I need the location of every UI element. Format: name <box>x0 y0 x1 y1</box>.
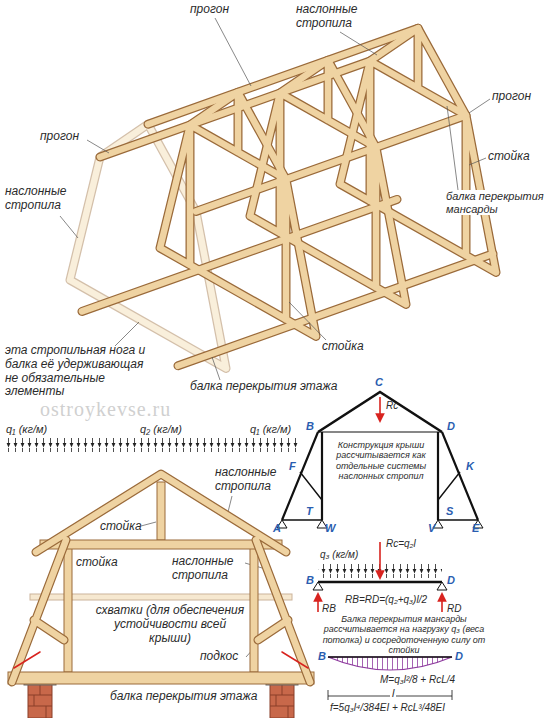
part-label: наслонные стропила <box>296 3 376 31</box>
distributed-load <box>5 438 299 452</box>
point-letter: B <box>318 650 326 663</box>
part-label: Rc=q₂l <box>386 538 416 550</box>
part-label: эта стропильная нога и балка её удержива… <box>5 344 155 399</box>
point-letter: V <box>428 522 435 535</box>
part-label: стойка <box>322 340 364 354</box>
post <box>250 545 258 672</box>
point-letter: D <box>455 650 463 663</box>
part-label: q₃ (кг/м) <box>320 549 358 561</box>
part-label: RD <box>447 603 461 615</box>
part-label: балка перекрытия этажа <box>190 380 337 394</box>
point-letter: B <box>306 574 314 587</box>
part-label: стойка <box>100 520 142 534</box>
part-label: прогон <box>40 130 79 144</box>
part-label: q₁ (кг/м) <box>6 423 47 436</box>
beam-fill <box>82 28 496 366</box>
point-letter: D <box>447 574 455 587</box>
floor-beam <box>8 672 314 684</box>
part-label: прогон <box>190 3 229 17</box>
optional-rafter <box>70 124 226 368</box>
point-letter: B <box>306 420 314 433</box>
part-label: Rc <box>386 400 398 412</box>
point-letter: T <box>306 505 313 518</box>
beam-outline <box>82 28 496 366</box>
front-rafters <box>12 474 310 682</box>
roof-frame <box>70 28 496 368</box>
part-label: q₂ (кг/м) <box>140 423 182 436</box>
point-letter: E <box>472 522 479 535</box>
part-label: наслонные стропила <box>5 185 73 213</box>
attic-beam <box>40 540 282 549</box>
part-label: l <box>390 687 396 700</box>
part-label: наслонные стропила <box>215 466 305 494</box>
note-text: Конструкция крыши рассчитывается как отд… <box>328 440 434 481</box>
part-label: балка перекрытия этажа <box>110 690 257 704</box>
part-label: наслонные стропила <box>172 555 244 583</box>
roof-front-view <box>8 482 314 718</box>
part-label: f=5q₃l⁴/384EI + RcL³/48EI <box>330 702 445 714</box>
part-label: стойка <box>76 556 118 570</box>
part-label: M=q₃l²/8 + RcL/4 <box>380 674 455 686</box>
point-letter: F <box>289 460 296 473</box>
post <box>64 545 72 672</box>
part-label: RB=RD=(q₂+q₃)l/2 <box>345 594 427 606</box>
beam-scheme <box>313 542 447 612</box>
part-label: балка перекрытия мансарды <box>444 190 556 215</box>
point-letter: K <box>466 460 474 473</box>
truss-scheme <box>277 392 483 528</box>
leader-lines <box>60 18 490 657</box>
part-label: q₁ (кг/м) <box>250 423 291 436</box>
part-label: стойка <box>488 150 530 164</box>
post <box>157 482 165 540</box>
point-letter: A <box>273 522 281 535</box>
point-letter: S <box>446 505 453 518</box>
part-label: RB <box>322 603 336 615</box>
note-text: схватки (для обеспечения устойчивости вс… <box>95 604 245 645</box>
note-text: Балка перекрытия мансарды рассчитывается… <box>318 614 490 655</box>
point-letter: D <box>447 420 455 433</box>
watermark: ostroykevse.ru <box>40 398 171 421</box>
part-label: подкос <box>200 650 238 664</box>
part-label: прогон <box>492 90 531 104</box>
point-letter: W <box>325 522 335 535</box>
point-letter: C <box>375 376 383 389</box>
